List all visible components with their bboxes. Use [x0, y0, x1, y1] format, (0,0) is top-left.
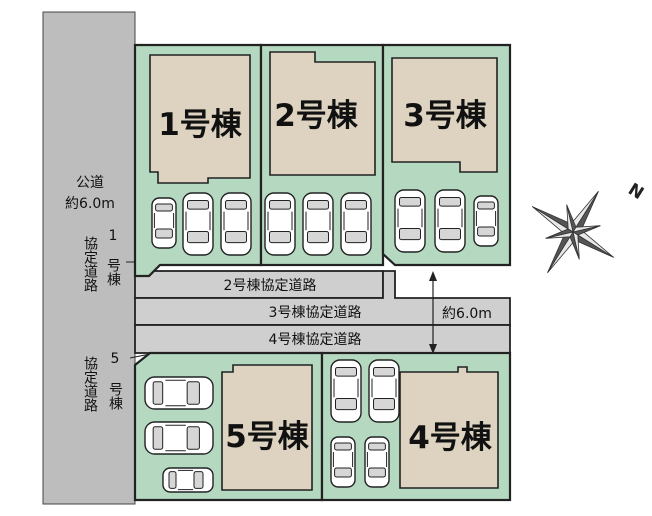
lot1-agreement-road-label: 協定道路: [82, 236, 98, 292]
compass-rose-icon: N: [532, 180, 647, 273]
house-2: [269, 51, 376, 176]
house-3: [391, 57, 498, 173]
building-label-3: 3号棟: [403, 98, 488, 134]
house-4: [399, 366, 499, 489]
parking-car: [220, 192, 252, 256]
lot1-road-suffix: 号棟: [105, 258, 121, 286]
parking-car: [264, 192, 296, 256]
agreement-road-4-label: 4号棟協定道路: [269, 332, 362, 348]
parking-car: [182, 192, 214, 256]
parking-cars: [144, 189, 499, 493]
parking-car: [473, 195, 499, 247]
parking-car: [394, 189, 426, 253]
agreement-road-2-label: 2号棟協定道路: [224, 278, 317, 294]
lot5-road-leader: [129, 353, 151, 359]
parking-car: [330, 436, 356, 488]
public-road-width: 約6.0m: [65, 196, 115, 212]
building-label-4: 4号棟: [408, 420, 493, 456]
parking-car: [330, 359, 362, 423]
building-label-2: 2号棟: [274, 98, 359, 134]
building-label-1: 1号棟: [158, 107, 243, 143]
parking-car: [302, 192, 334, 256]
parking-car: [162, 467, 214, 493]
lot5-road-suffix: 号棟: [107, 382, 123, 410]
parking-car: [144, 421, 214, 455]
house-5: [221, 364, 313, 491]
agreement-road-3-label: 3号棟協定道路: [269, 305, 362, 321]
lot5-road-number: 5: [111, 351, 120, 367]
compass-north-label: N: [624, 180, 647, 205]
house-1: [149, 54, 251, 184]
public-road-name: 公道: [76, 175, 104, 191]
parking-car: [364, 436, 390, 488]
lot1-road-number: 1: [109, 228, 118, 244]
parking-car: [434, 189, 466, 253]
public-road: [42, 11, 136, 505]
lot5-agreement-road-label: 協定道路: [82, 356, 98, 412]
width-dimension-arrow: [429, 271, 437, 354]
private-road-width-label: 約6.0m: [442, 306, 492, 322]
parking-car: [151, 197, 177, 249]
agreement-road-4: [134, 324, 511, 354]
parking-car: [368, 359, 400, 423]
parking-car: [144, 376, 214, 410]
parking-car: [340, 192, 372, 256]
public-road-label-bg: [48, 170, 132, 214]
building-label-5: 5号棟: [225, 419, 310, 455]
